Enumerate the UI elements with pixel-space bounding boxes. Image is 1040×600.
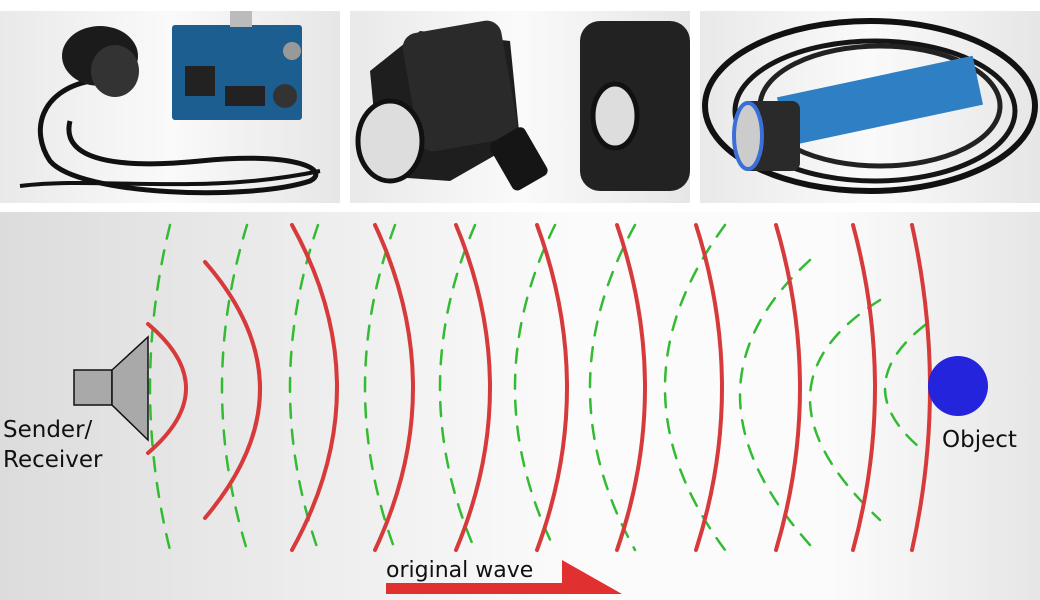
reflected-wavefront [663, 223, 727, 552]
reflected-wavefront [288, 223, 320, 552]
photo-cylindrical-ultrasonic-sensor [700, 11, 1040, 203]
speaker-cone [111, 335, 149, 442]
original-wavefront [851, 223, 877, 552]
reflected-wavefront [363, 223, 397, 552]
blue-sensor-body [776, 55, 984, 147]
reflected-wavefront [808, 298, 882, 522]
reflected-wavefront [513, 223, 557, 552]
original-wavefront [146, 322, 188, 455]
original-wavefront [290, 223, 339, 552]
sender-label-line1: Sender/ [3, 417, 93, 443]
reflected-wavefront [148, 223, 172, 552]
object-label: Object [942, 427, 1017, 453]
ultrasonic-echo-diagram [0, 212, 1040, 600]
reflected-wavefront [220, 223, 249, 552]
photo-waterproof-ultrasonic-sensor-module [0, 11, 340, 203]
original-wavefront [910, 223, 932, 552]
original-wavefront [615, 223, 647, 552]
reflected-wavefront [883, 323, 927, 454]
object-circle [928, 356, 988, 416]
sender-label-line2: Receiver [3, 447, 103, 473]
circuit-board [172, 25, 302, 120]
sensor-module-illustration [19, 11, 321, 196]
original-wavefront [373, 223, 415, 552]
cylindrical-sensor-illustration [702, 18, 1038, 194]
sender-receiver-label: Sender/ Receiver [3, 415, 103, 475]
original-wave-arrow [386, 560, 622, 594]
reflected-wavefront [588, 223, 637, 552]
transducer-face [355, 98, 425, 184]
original-wavefront [694, 223, 724, 552]
reflected-wavefront [438, 223, 477, 552]
original-wavefront [454, 223, 492, 552]
original-wavefront [774, 223, 802, 552]
original-wavefront [203, 260, 262, 520]
reflected-wavefront [738, 258, 812, 547]
photo-industrial-ultrasonic-sensor [350, 11, 690, 203]
original-wavefront [535, 223, 569, 552]
original-wave-label: original wave [386, 558, 534, 583]
industrial-sensor-illustration [355, 20, 690, 191]
speaker-magnet [73, 369, 113, 406]
